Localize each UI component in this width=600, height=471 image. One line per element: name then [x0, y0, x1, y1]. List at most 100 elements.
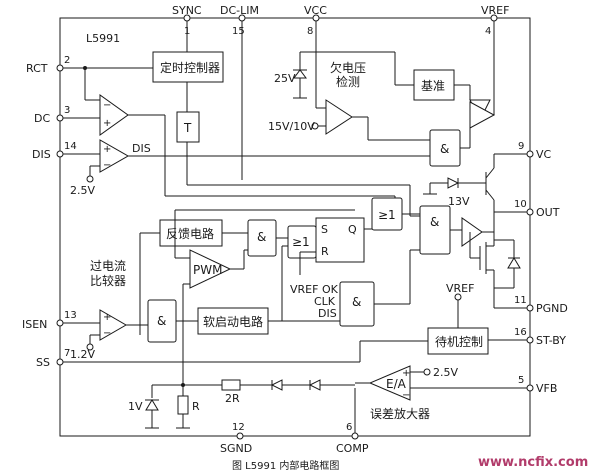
- sr-flipflop: [315, 217, 365, 263]
- resistor-2r-label: 2R: [225, 392, 240, 405]
- ocp-plus: +: [103, 312, 111, 323]
- pin-pgnd: [526, 304, 534, 312]
- softstart-label: 软启动电路: [203, 314, 263, 329]
- pin-ss: [56, 358, 64, 366]
- pin-isen-name: ISEN: [22, 318, 47, 331]
- reference-label: 基准: [421, 79, 445, 93]
- dc-comparator: [99, 94, 129, 136]
- pin-sgnd-num: 12: [232, 422, 245, 433]
- dis-comparator: [99, 139, 130, 173]
- and-gate-ocp-label: &: [157, 314, 166, 328]
- or-gate-mid-label: ≥1: [292, 235, 310, 249]
- ocp-minus: −: [103, 328, 111, 339]
- and-gate-vrefok-label: &: [352, 295, 361, 309]
- uvlo-threshold: 15V/10V: [268, 120, 315, 133]
- pin-dc: [56, 114, 64, 122]
- pin-out-name: OUT: [536, 206, 560, 219]
- pin-vref-name: VREF: [481, 4, 509, 17]
- pin-dis-name: DIS: [32, 148, 51, 161]
- pin-vc: [526, 150, 534, 158]
- and-gate-mid-label: &: [257, 230, 266, 244]
- pin-ss-name: SS: [36, 356, 50, 369]
- chip-name: L5991: [86, 32, 120, 45]
- ea-minus: −: [402, 390, 410, 401]
- pin-dis: [56, 150, 64, 158]
- resistor-r-label: R: [192, 400, 200, 413]
- pin-rct: [56, 64, 64, 72]
- pwm-label: PWM: [193, 263, 222, 277]
- ea-plus: +: [402, 368, 410, 379]
- vrefok-label: VREF OK: [290, 283, 339, 296]
- resistor-2r: [221, 379, 241, 391]
- or-gate-top-label: ≥1: [378, 208, 396, 222]
- vref-amp: [469, 101, 496, 129]
- pin-vfb-name: VFB: [536, 382, 557, 395]
- pin-stby: [526, 336, 534, 344]
- pin-comp: [351, 432, 359, 440]
- pin-stby-name: ST-BY: [536, 334, 566, 347]
- ea-label: E/A: [386, 377, 407, 391]
- pin-sgnd-name: SGND: [220, 442, 252, 455]
- zener-13v: [447, 177, 460, 189]
- ocp-label: 过电流比较器: [90, 259, 126, 288]
- pin-rct-num: 2: [64, 55, 70, 66]
- pin-pgnd-name: PGND: [536, 302, 568, 315]
- pin-dis-num: 14: [64, 141, 77, 152]
- vref-stby-label: VREF: [446, 282, 474, 295]
- or-gate-mid: [287, 225, 317, 259]
- sr-r: R: [321, 245, 329, 258]
- pin-vcc-num: 8: [307, 26, 313, 37]
- pin-dclim-num: 15: [232, 26, 245, 37]
- watermark: www.ncfix.com: [478, 455, 588, 470]
- resistor-r: [177, 395, 189, 415]
- zener-25v-label: 25V: [274, 72, 296, 85]
- pin-dclim: [238, 14, 246, 22]
- ocp-ref-voltage: 1.2V: [70, 348, 95, 361]
- timer-block: [152, 51, 224, 83]
- dis-in-label: DIS: [318, 307, 337, 320]
- reference-block: [413, 69, 455, 101]
- pin-out-num: 10: [514, 199, 527, 210]
- pin-rct-name: RCT: [26, 62, 48, 75]
- pin-vfb: [526, 384, 534, 392]
- ea-caption: 误差放大器: [370, 406, 430, 421]
- uvlo-comparator: [325, 99, 353, 135]
- pin-comp-num: 6: [346, 422, 352, 433]
- t-block: [176, 111, 200, 143]
- and-gate-uvlo-label: &: [440, 142, 449, 156]
- dc-comp-minus: −: [103, 100, 111, 111]
- pin-pgnd-num: 11: [514, 295, 527, 306]
- pin-vcc: [312, 14, 320, 22]
- and-gate-main: [419, 205, 451, 255]
- pin-vref-num: 4: [485, 26, 491, 37]
- caption: 图 L5991 内部电路框图: [232, 459, 339, 471]
- pin-vref: [490, 14, 498, 22]
- dc-comp-plus: +: [103, 118, 111, 129]
- pin-isen: [56, 319, 64, 327]
- dis-ref-voltage: 2.5V: [70, 184, 95, 197]
- pwm-comparator: [189, 249, 232, 289]
- output-driver: [461, 217, 483, 247]
- pin-vfb-num: 5: [518, 375, 524, 386]
- pin-vc-name: VC: [536, 148, 552, 161]
- uvlo-label: 欠电压检测: [330, 60, 366, 89]
- ocp-comparator: [99, 309, 128, 341]
- pin-comp-name: COMP: [336, 442, 369, 455]
- sr-q: Q: [348, 223, 357, 236]
- ea-ref-voltage: 2.5V: [433, 366, 458, 379]
- pin-dc-name: DC: [34, 112, 50, 125]
- error-amp: [368, 365, 411, 401]
- pin-out: [526, 208, 534, 216]
- zener-13v-label: 13V: [448, 195, 470, 208]
- pin-dclim-name: DC-LIM: [220, 4, 259, 17]
- pin-stby-num: 16: [514, 327, 527, 338]
- dis-comp-plus: +: [103, 144, 111, 155]
- pin-sync: [183, 14, 191, 22]
- pin-sgnd: [236, 432, 244, 440]
- sr-s: S: [321, 223, 328, 236]
- and-gate-main-label: &: [430, 215, 439, 229]
- pin-isen-num: 13: [64, 310, 77, 321]
- timer-label: 定时控制器: [160, 60, 220, 75]
- pin-dc-num: 3: [64, 105, 70, 116]
